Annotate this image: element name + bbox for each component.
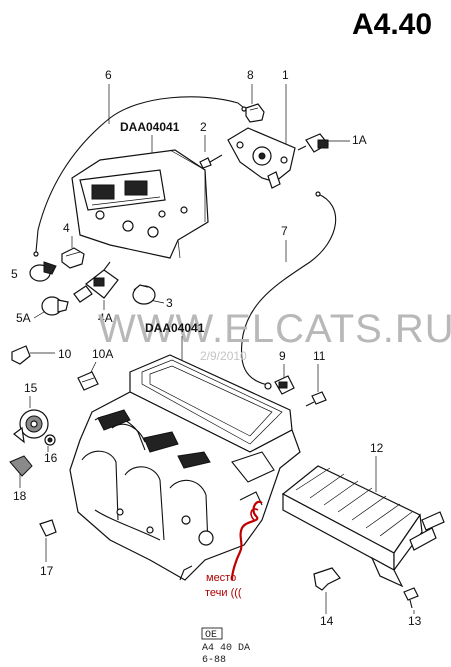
part-label-8: 8 bbox=[247, 68, 254, 82]
part-label-12: 12 bbox=[370, 441, 384, 455]
part-label-5: 5 bbox=[11, 267, 18, 281]
switch-4a-drawing bbox=[73, 261, 119, 303]
part-label-16: 16 bbox=[44, 451, 58, 465]
heater-core-12-drawing bbox=[281, 465, 445, 588]
control-panel-drawing bbox=[71, 149, 209, 259]
switch-1a-drawing bbox=[297, 133, 329, 153]
part-label-11: 11 bbox=[313, 349, 326, 363]
clamp-9-drawing bbox=[274, 375, 295, 395]
watermark-site: WWW.ELCATS.RU bbox=[98, 307, 451, 351]
clip-10-drawing bbox=[11, 345, 31, 365]
cable-7-drawing bbox=[240, 191, 337, 390]
leak-marker bbox=[230, 500, 263, 581]
footer-badge: OE bbox=[201, 627, 223, 641]
part-label-4a: 4A bbox=[98, 311, 113, 325]
part-label-10: 10 bbox=[58, 347, 72, 361]
part-label-10a: 10A bbox=[92, 347, 113, 361]
knob-5a-drawing bbox=[41, 296, 69, 316]
part-label-18: 18 bbox=[13, 489, 27, 503]
cable-6-drawing bbox=[33, 84, 247, 257]
part-label-14: 14 bbox=[320, 614, 334, 628]
knob-3-drawing bbox=[132, 284, 156, 305]
clip-8-drawing bbox=[245, 103, 265, 123]
motor-15-drawing bbox=[13, 409, 49, 444]
clip-10a-drawing bbox=[77, 371, 99, 391]
assembly-code-heater-box: DAA04041 bbox=[145, 321, 205, 335]
screw-11-drawing bbox=[305, 391, 327, 407]
knob-18-drawing bbox=[9, 455, 33, 477]
part-label-4: 4 bbox=[63, 221, 70, 235]
screw-2-drawing bbox=[199, 154, 223, 169]
gear-16-drawing bbox=[44, 434, 56, 446]
watermark-date: 2/9/2010 bbox=[200, 349, 247, 363]
leak-note-line-2: течи ((( bbox=[205, 587, 242, 599]
part-label-3: 3 bbox=[166, 296, 173, 310]
part-label-6: 6 bbox=[105, 68, 112, 82]
heater-box-drawing bbox=[69, 354, 301, 581]
part-label-1a: 1A bbox=[352, 133, 367, 147]
part-label-15: 15 bbox=[24, 381, 38, 395]
part-label-5a: 5A bbox=[16, 311, 31, 325]
part-label-2: 2 bbox=[200, 120, 207, 134]
screw-13-drawing bbox=[403, 587, 419, 609]
part-label-1: 1 bbox=[282, 68, 289, 82]
leak-note-line-1: место bbox=[206, 572, 236, 584]
assembly-code-control-panel: DAA04041 bbox=[120, 120, 180, 134]
part-label-9: 9 bbox=[279, 349, 286, 363]
footer-date: 6-88 bbox=[202, 655, 226, 666]
knob-5-drawing bbox=[29, 261, 57, 282]
part-label-13: 13 bbox=[408, 614, 422, 628]
clip-17-drawing bbox=[39, 519, 57, 537]
part-label-17: 17 bbox=[40, 564, 54, 578]
bracket-14-drawing bbox=[313, 567, 341, 591]
bracket-1-drawing bbox=[227, 127, 296, 189]
knob-4-drawing bbox=[61, 247, 85, 269]
footer-badge-text: OE bbox=[205, 630, 217, 641]
footer-ref: A4 40 DA bbox=[202, 643, 250, 654]
page-title: A4.40 bbox=[352, 8, 432, 41]
part-label-7: 7 bbox=[281, 224, 288, 238]
